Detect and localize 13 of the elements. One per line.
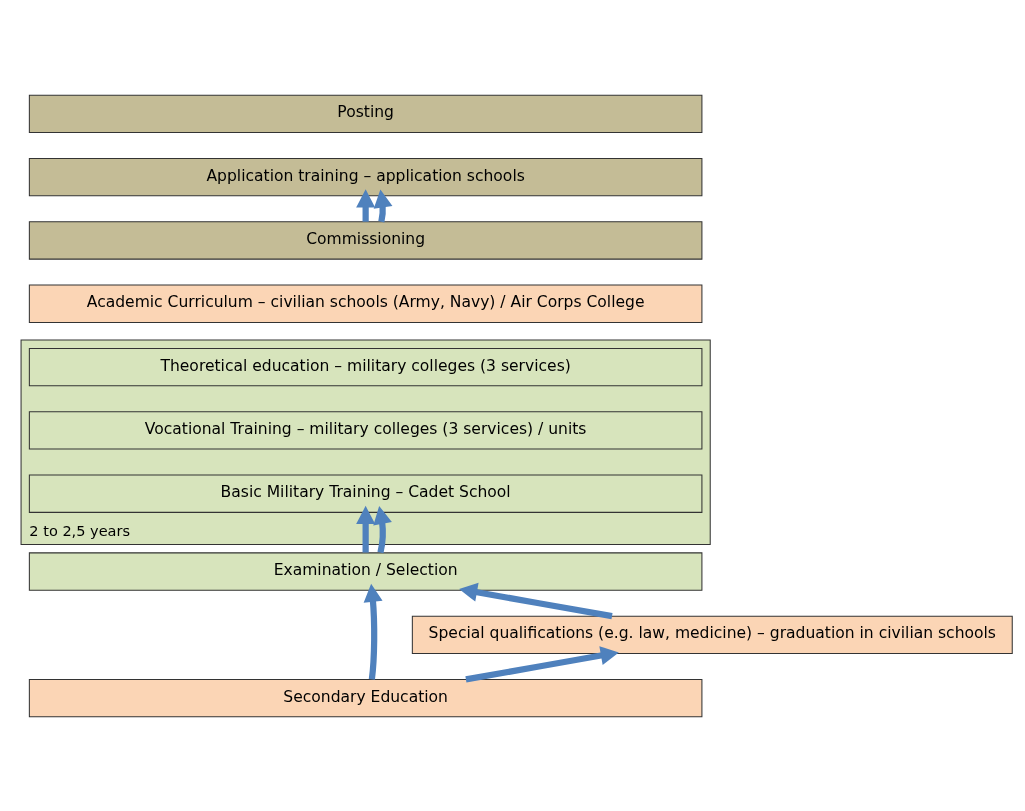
node-box: Vocational Training – military colleges (3 services) / units bbox=[28, 410, 703, 450]
node-box: Posting bbox=[28, 94, 703, 133]
node-box: Basic Military Training – Cadet School bbox=[28, 474, 703, 513]
arrow bbox=[363, 583, 383, 680]
arrow bbox=[373, 505, 392, 553]
node-box: Application training – application schools bbox=[28, 157, 703, 196]
node-box: Examination / Selection bbox=[28, 551, 703, 591]
node-box: Academic Curriculum – civilian schools (Army, Navy) / Air Corps College bbox=[28, 284, 703, 323]
node-box: Commissioning bbox=[28, 220, 703, 260]
node-box: Theoretical education – military colleges (3 services) bbox=[28, 347, 703, 386]
arrow bbox=[356, 505, 376, 553]
node-box: Special qualifications (e.g. law, medicine) – graduation in civilian schools bbox=[411, 615, 1013, 654]
node-box: Secondary Education bbox=[28, 678, 703, 717]
